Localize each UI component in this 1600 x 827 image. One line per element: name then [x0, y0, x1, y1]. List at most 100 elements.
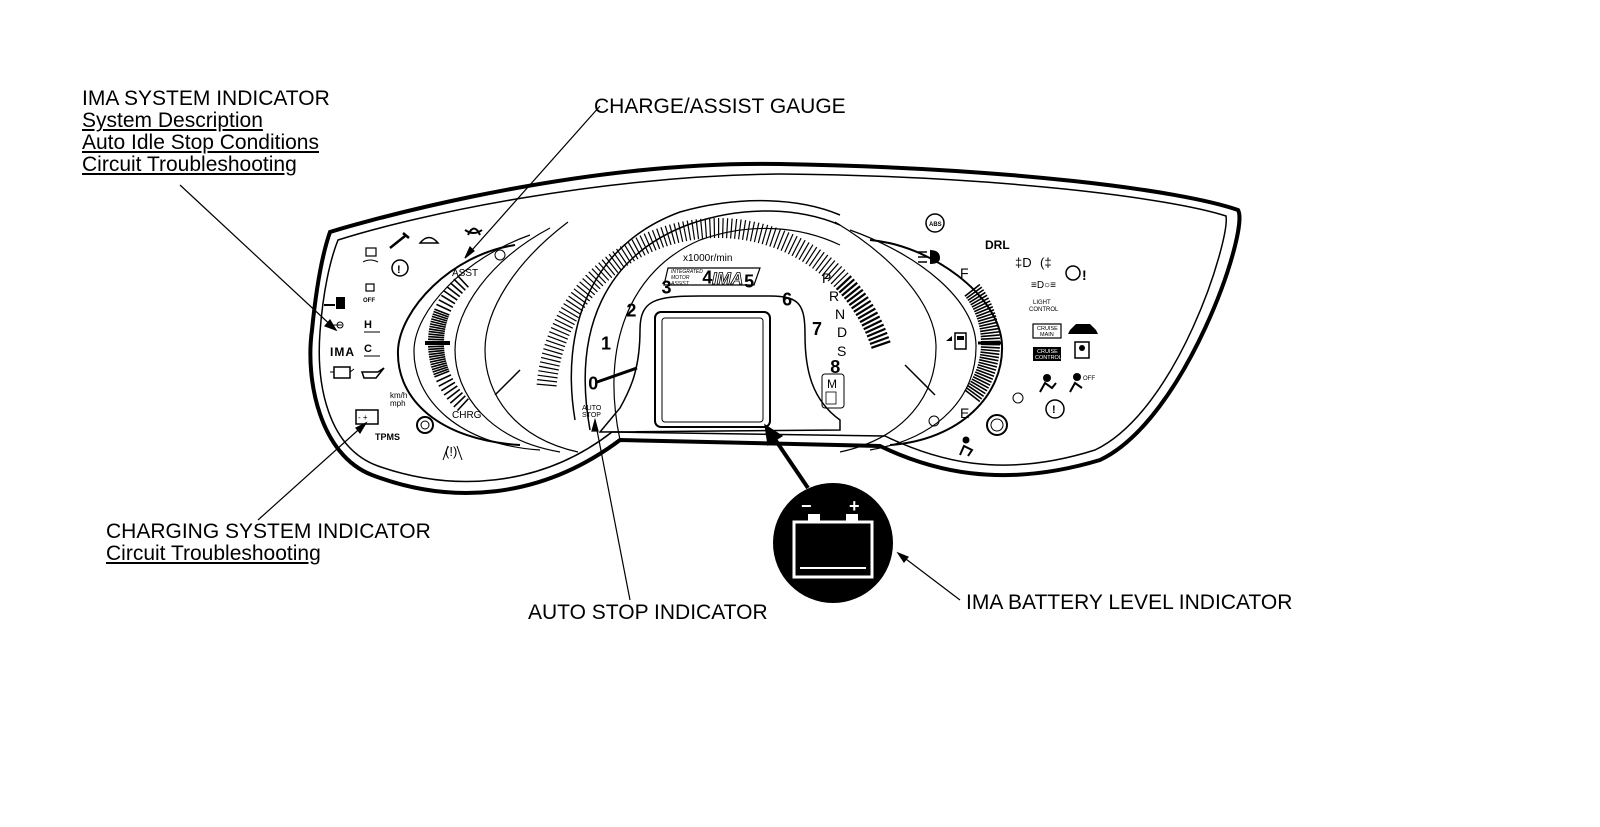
- tach-tick: [780, 232, 790, 252]
- charge-assist-gauge: ASST CHRG: [396, 221, 579, 453]
- tach-tick: [619, 246, 632, 264]
- arrow-battery-detail: [764, 423, 784, 447]
- fuel-segment: [974, 371, 994, 381]
- fuel-segment: [964, 283, 981, 297]
- callout-ima-system-heading: IMA SYSTEM INDICATOR: [82, 87, 330, 110]
- tach-tick: [669, 224, 676, 244]
- fuel-segment: [978, 321, 998, 328]
- tach-tick: [616, 248, 629, 266]
- tach-tick: [635, 237, 646, 256]
- tach-number: 0: [588, 374, 598, 394]
- charge-segment: [438, 377, 454, 387]
- ima-battery-level-indicator-detail: − +: [773, 483, 893, 603]
- tach-tick: [827, 266, 843, 282]
- assist-segment: [429, 355, 446, 361]
- fuel-segment: [976, 312, 996, 320]
- assist-segment: [428, 347, 445, 351]
- arrow-ima-battery: [896, 551, 909, 564]
- charge-segment: [428, 349, 445, 353]
- ima-logo-badge: INTEGRATED MOTOR ASSIST IMA: [663, 267, 761, 288]
- fuel-segment: [968, 382, 986, 395]
- gear-letter: D: [837, 324, 847, 340]
- tach-tick: [673, 223, 680, 243]
- fuel-segment: [968, 291, 986, 304]
- fuel-segment: [973, 303, 992, 313]
- tach-tick: [537, 379, 558, 383]
- brake-warning-icon: !: [391, 259, 409, 277]
- svg-text:!: !: [1052, 404, 1056, 416]
- battery-plus-terminal: +: [849, 496, 860, 516]
- door-open-warning-icon: !: [1065, 265, 1087, 283]
- fuel-segment: [973, 373, 992, 383]
- tach-tick: [695, 219, 700, 240]
- assist-segment: [432, 313, 449, 320]
- trip-reset-knob: [416, 416, 434, 434]
- check-engine-icon: [330, 366, 355, 379]
- rear-fog-icon: (‡: [1040, 255, 1052, 270]
- fuel-segment: [980, 334, 1000, 338]
- tach-tick: [585, 274, 601, 290]
- tach-tick: [660, 226, 668, 247]
- callout-ima-battery-heading: IMA BATTERY LEVEL INDICATOR: [966, 591, 1293, 614]
- abs-icon: ABS: [925, 213, 945, 233]
- svg-text:OFF: OFF: [1083, 376, 1095, 382]
- assist-segment: [430, 360, 447, 366]
- assist-segment: [428, 333, 445, 337]
- tach-tick: [787, 235, 798, 255]
- svg-text:CRUISE: CRUISE: [1037, 326, 1058, 332]
- tach-tick: [853, 299, 872, 313]
- leader-battery-detail: [768, 430, 810, 490]
- parking-brake-icon: !: [1045, 399, 1065, 419]
- tach-tick: [543, 348, 563, 355]
- tach-tick: [776, 230, 786, 250]
- fuel-segment: [972, 300, 991, 311]
- callout-charging-system-heading: CHARGING SYSTEM INDICATOR: [106, 520, 431, 543]
- svg-text:≡D○≡: ≡D○≡: [1031, 280, 1056, 291]
- leader-charge-assist: [464, 105, 601, 259]
- tach-tick: [848, 292, 867, 307]
- eco-leaf-icon: [464, 227, 483, 236]
- manual-mode-indicator: M: [821, 373, 845, 409]
- fuel-segment: [980, 337, 1000, 340]
- assist-segment: [456, 274, 469, 288]
- assist-segment: [449, 282, 463, 294]
- front-fog-icon: ‡D: [1015, 255, 1032, 270]
- auto-stop-label-line1: AUTO: [582, 405, 602, 412]
- tach-tick: [570, 291, 588, 305]
- tach-tick: [741, 220, 747, 240]
- link-auto-idle-stop-conditions[interactable]: Auto Idle Stop Conditions: [82, 131, 319, 154]
- tach-tick: [824, 263, 839, 279]
- assist-segment: [431, 364, 448, 371]
- charging-system-battery-icon: - +: [355, 409, 379, 425]
- svg-text:‡D: ‡D: [1015, 255, 1032, 270]
- cluster-inner-housing: [318, 173, 1227, 483]
- cruise-control-indicator: CRUISE CONTROL: [1033, 347, 1062, 361]
- tach-tick: [833, 272, 849, 288]
- tire-pressure-warning-icon: (!): [442, 444, 463, 461]
- tach-number: 2: [626, 300, 636, 320]
- tach-tick: [550, 326, 570, 337]
- assist-segment: [434, 308, 450, 316]
- tach-number: 8: [830, 357, 840, 377]
- assist-segment: [446, 286, 461, 298]
- link-system-description[interactable]: System Description: [82, 109, 263, 132]
- select-reset-knob: [986, 414, 1008, 436]
- assist-segment: [428, 338, 445, 341]
- tach-tick: [812, 251, 825, 269]
- gear-letter: P: [822, 270, 831, 286]
- tach-tick: [608, 253, 622, 271]
- tach-tick: [540, 356, 561, 363]
- tach-tick: [773, 228, 782, 249]
- tach-tick: [851, 296, 869, 310]
- assist-segment: [453, 278, 466, 291]
- charge-segment: [428, 353, 446, 358]
- speed-unit-kmh: km/h: [390, 391, 407, 400]
- link-charging-circuit-troubleshooting[interactable]: Circuit Troubleshooting: [106, 542, 321, 565]
- side-airbag-icon: [1074, 341, 1090, 359]
- wrench-icon: [389, 232, 410, 249]
- tach-tick: [560, 306, 579, 319]
- link-ima-circuit-troubleshooting[interactable]: Circuit Troubleshooting: [82, 153, 297, 176]
- charge-segment: [429, 358, 446, 363]
- washer-fluid-icon: [418, 236, 440, 244]
